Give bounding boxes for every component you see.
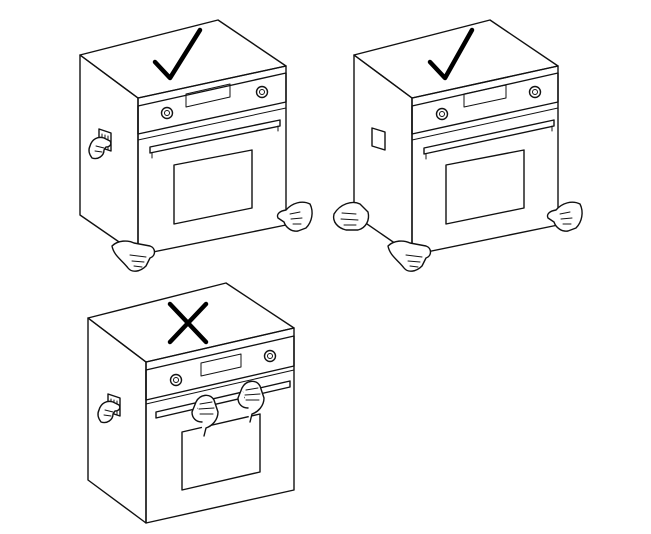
hand-in-side-recess: [88, 136, 112, 160]
check-mark-icon: [152, 27, 203, 81]
hand-in-side-recess: [97, 400, 121, 424]
cross-mark-icon: [167, 301, 209, 345]
door-window: [173, 149, 253, 225]
hand-on-door-handle-left: [191, 394, 219, 437]
hand-front-right: [546, 201, 583, 232]
door-window: [181, 413, 261, 491]
door-window: [445, 149, 525, 225]
display-window: [463, 84, 507, 108]
display-window: [185, 83, 231, 108]
panel-incorrect-door-handle-grip: [87, 282, 295, 524]
check-mark-icon: [427, 27, 475, 81]
hand-under-front-left: [111, 240, 156, 272]
display-window: [200, 353, 242, 377]
panel-correct-side-and-bottom-grip: [79, 19, 313, 272]
oven-side: [87, 317, 147, 524]
control-knob-left: [160, 106, 174, 120]
hand-on-door-handle-right: [237, 380, 265, 423]
door-handle: [149, 119, 281, 154]
control-knob-right: [255, 85, 269, 99]
panel-correct-both-sides-grip: [332, 19, 583, 272]
hand-front-right: [276, 201, 313, 232]
side-grip-recess: [371, 127, 386, 151]
control-panel: [411, 72, 559, 135]
door-handle: [423, 119, 555, 155]
control-knob-left: [169, 373, 183, 387]
control-knob-right: [263, 349, 277, 363]
oven-front: [145, 327, 295, 524]
control-knob-right: [528, 85, 542, 99]
control-panel: [145, 335, 295, 401]
hand-under-front-left: [387, 240, 432, 272]
control-panel: [137, 72, 287, 135]
hand-left-side: [332, 201, 370, 231]
control-knob-left: [435, 107, 449, 121]
oven-side: [79, 54, 139, 256]
